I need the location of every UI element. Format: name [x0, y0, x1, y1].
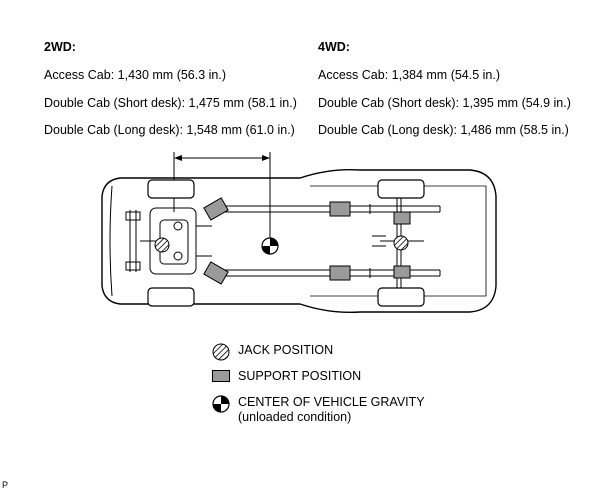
rear-right-wheel — [377, 287, 425, 307]
support-rear-right — [393, 265, 411, 279]
fourwd-double-cab-short: Double Cab (Short desk): 1,395 mm (54.9 … — [318, 96, 571, 110]
support-positions — [203, 197, 411, 285]
fourwd-double-cab-long: Double Cab (Long desk): 1,486 mm (58.5 i… — [318, 123, 569, 137]
grey-block-icon — [212, 370, 230, 382]
hatched-circle-icon — [212, 343, 230, 361]
support-mid-right — [329, 265, 351, 281]
twowd-double-cab-short: Double Cab (Short desk): 1,475 mm (58.1 … — [44, 96, 297, 110]
rear-left-wheel — [377, 179, 425, 199]
front-bumper-outline — [109, 185, 113, 297]
front-suspension — [125, 207, 212, 275]
legend-gravity: CENTER OF VEHICLE GRAVITY (unloaded cond… — [212, 395, 425, 425]
support-mid-left — [329, 201, 351, 217]
wheels — [147, 179, 425, 307]
fourwd-title: 4WD: — [318, 40, 350, 54]
legend-gravity-label: CENTER OF VEHICLE GRAVITY — [238, 395, 425, 409]
twowd-double-cab-long: Double Cab (Long desk): 1,548 mm (61.0 i… — [44, 123, 295, 137]
legend-jack: JACK POSITION — [212, 343, 333, 361]
twowd-title: 2WD: — [44, 40, 76, 54]
legend-support-label: SUPPORT POSITION — [238, 369, 362, 383]
fourwd-access-cab: Access Cab: 1,384 mm (54.5 in.) — [318, 68, 501, 82]
center-of-gravity-icon — [261, 237, 279, 255]
front-left-wheel — [147, 179, 195, 199]
vehicle-body-outline — [101, 168, 497, 314]
legend-gravity-sublabel: (unloaded condition) — [238, 410, 352, 424]
support-front-right — [203, 261, 229, 285]
twowd-access-cab: Access Cab: 1,430 mm (56.3 in.) — [44, 68, 227, 82]
jack-position-front — [154, 237, 170, 253]
support-front-left — [203, 197, 229, 221]
corner-mark: P — [2, 480, 9, 490]
legend-support: SUPPORT POSITION — [212, 369, 361, 384]
front-right-wheel — [147, 287, 195, 307]
center-of-gravity-legend-icon — [212, 395, 230, 413]
legend-jack-label: JACK POSITION — [238, 343, 334, 357]
support-rear-left — [393, 211, 411, 225]
jack-position-rear — [393, 235, 409, 251]
